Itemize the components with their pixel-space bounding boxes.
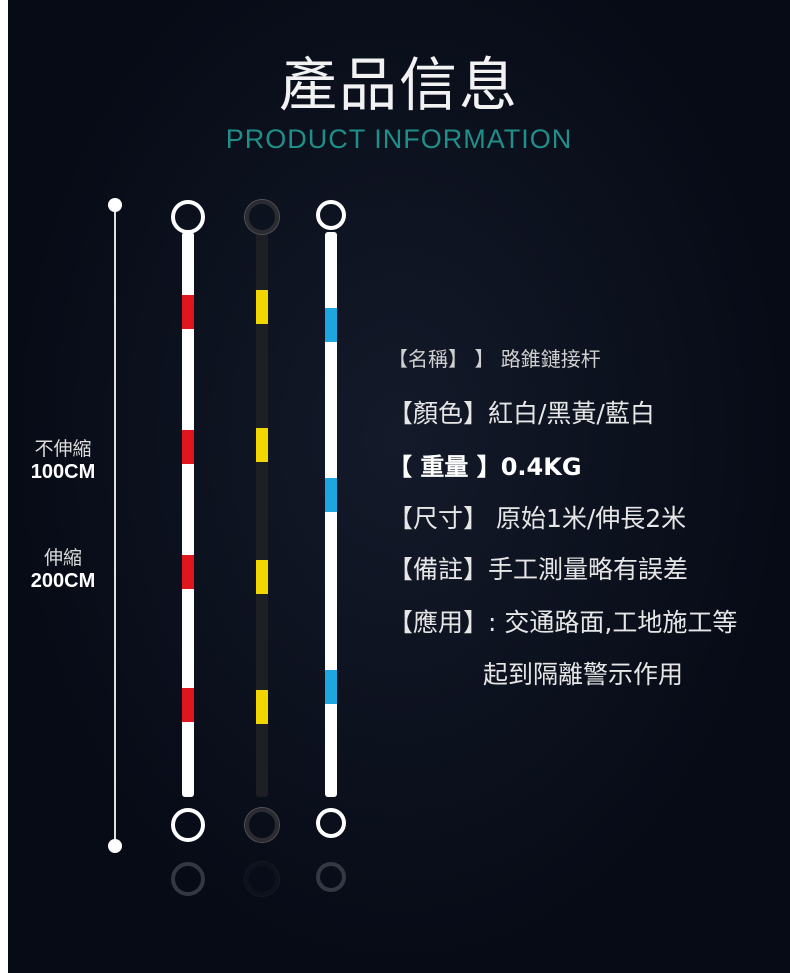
dimension-label: 伸縮 bbox=[43, 547, 82, 569]
pole-red-white bbox=[182, 232, 194, 797]
pole-ring-top bbox=[245, 200, 279, 234]
info-name: 【名稱】 】 路錐鏈接杆 bbox=[388, 347, 601, 371]
dimension-200: 伸縮 200CM bbox=[18, 543, 108, 593]
pole-stripe bbox=[325, 308, 337, 342]
pole-stripe bbox=[182, 430, 194, 464]
pole-ring-bottom bbox=[316, 808, 346, 838]
pole-black-yellow bbox=[256, 232, 268, 797]
dimension-value: 200CM bbox=[30, 570, 96, 592]
dimension-dot-bottom bbox=[108, 839, 122, 853]
pole-stripe bbox=[325, 478, 337, 512]
pole-stripe bbox=[182, 295, 194, 329]
page-title: 產品信息 bbox=[278, 51, 519, 119]
pole-ring-bottom bbox=[171, 808, 205, 842]
pole-ring-reflection bbox=[316, 862, 346, 892]
info-color: 【顏色】紅白/黑黃/藍白 bbox=[388, 399, 655, 428]
pole-ring-reflection bbox=[245, 862, 279, 896]
pole-ring-bottom bbox=[245, 808, 279, 842]
dimension-dot-top bbox=[108, 198, 122, 212]
pole-stripe bbox=[256, 290, 268, 324]
pole-stripe bbox=[256, 560, 268, 594]
dimension-label: 不伸縮 bbox=[34, 438, 92, 460]
pole-blue-white bbox=[325, 232, 337, 797]
pole-ring-reflection bbox=[171, 862, 205, 896]
dimension-line bbox=[114, 205, 116, 845]
pole-stripe bbox=[256, 428, 268, 462]
pole-ring-top bbox=[171, 200, 205, 234]
pole-stripe bbox=[256, 690, 268, 724]
pole-ring-top bbox=[316, 200, 346, 230]
dimension-100: 不伸縮 100CM bbox=[18, 434, 108, 484]
pole-stripe bbox=[182, 688, 194, 722]
info-size: 【尺寸】 原始1米/伸長2米 bbox=[388, 504, 687, 533]
pole-stripe bbox=[182, 555, 194, 589]
dimension-value: 100CM bbox=[30, 461, 96, 483]
page-subtitle: PRODUCT INFORMATION bbox=[225, 124, 573, 154]
info-weight: 【 重量 】0.4KG bbox=[388, 453, 582, 481]
pole-stripe bbox=[325, 670, 337, 704]
info-usage: 【應用】: 交通路面,工地施工等 bbox=[388, 608, 738, 637]
info-note: 【備註】手工測量略有誤差 bbox=[388, 555, 689, 584]
info-usage-cont: 起到隔離警示作用 bbox=[483, 660, 684, 689]
